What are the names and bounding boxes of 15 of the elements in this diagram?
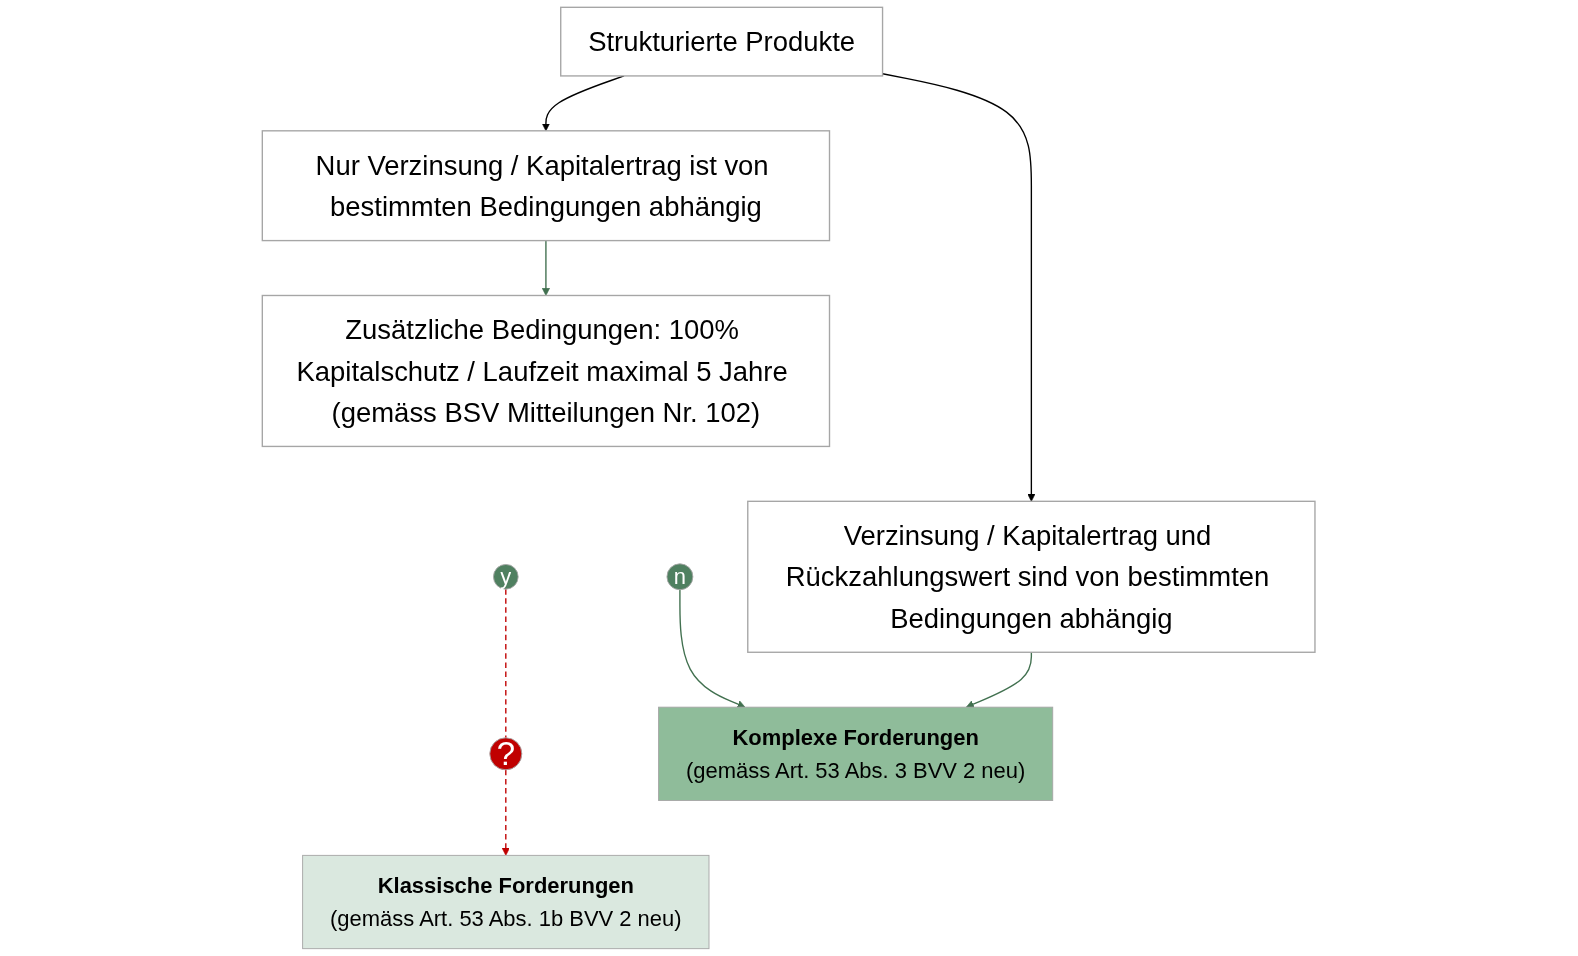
arrow	[679, 589, 746, 709]
node-box: Nur Verzinsung / Kapitalertrag ist von bestimmten Bedingungen abhängig	[262, 130, 831, 242]
node-box: Strukturierte Produkte	[560, 6, 884, 77]
arrow	[882, 73, 1036, 502]
node-box: Zusätzliche Bedingungen: 100% Kapitalschutz / Laufzeit maximal 5 Jahre (gemäss BSV Mitteilungen Nr. 102)	[262, 294, 831, 448]
node-box: Verzinsung / Kapitalertrag und Rückzahlungswert sind von bestimmten Bedingungen abhängig	[747, 500, 1316, 653]
arrow	[542, 239, 551, 296]
node-circle: n	[666, 563, 694, 591]
connector	[505, 588, 507, 739]
arrow	[966, 651, 1033, 709]
node-box: Komplexe Forderungen (gemäss Art. 53 Abs. 3 BVV 2 neu)	[658, 706, 1054, 801]
arrow	[502, 769, 511, 856]
node-circle: y	[493, 564, 519, 590]
node-box: Klassische Forderungen (gemäss Art. 53 Abs. 1b BVV 2 neu)	[302, 854, 710, 950]
node-circle: ?	[489, 737, 523, 771]
